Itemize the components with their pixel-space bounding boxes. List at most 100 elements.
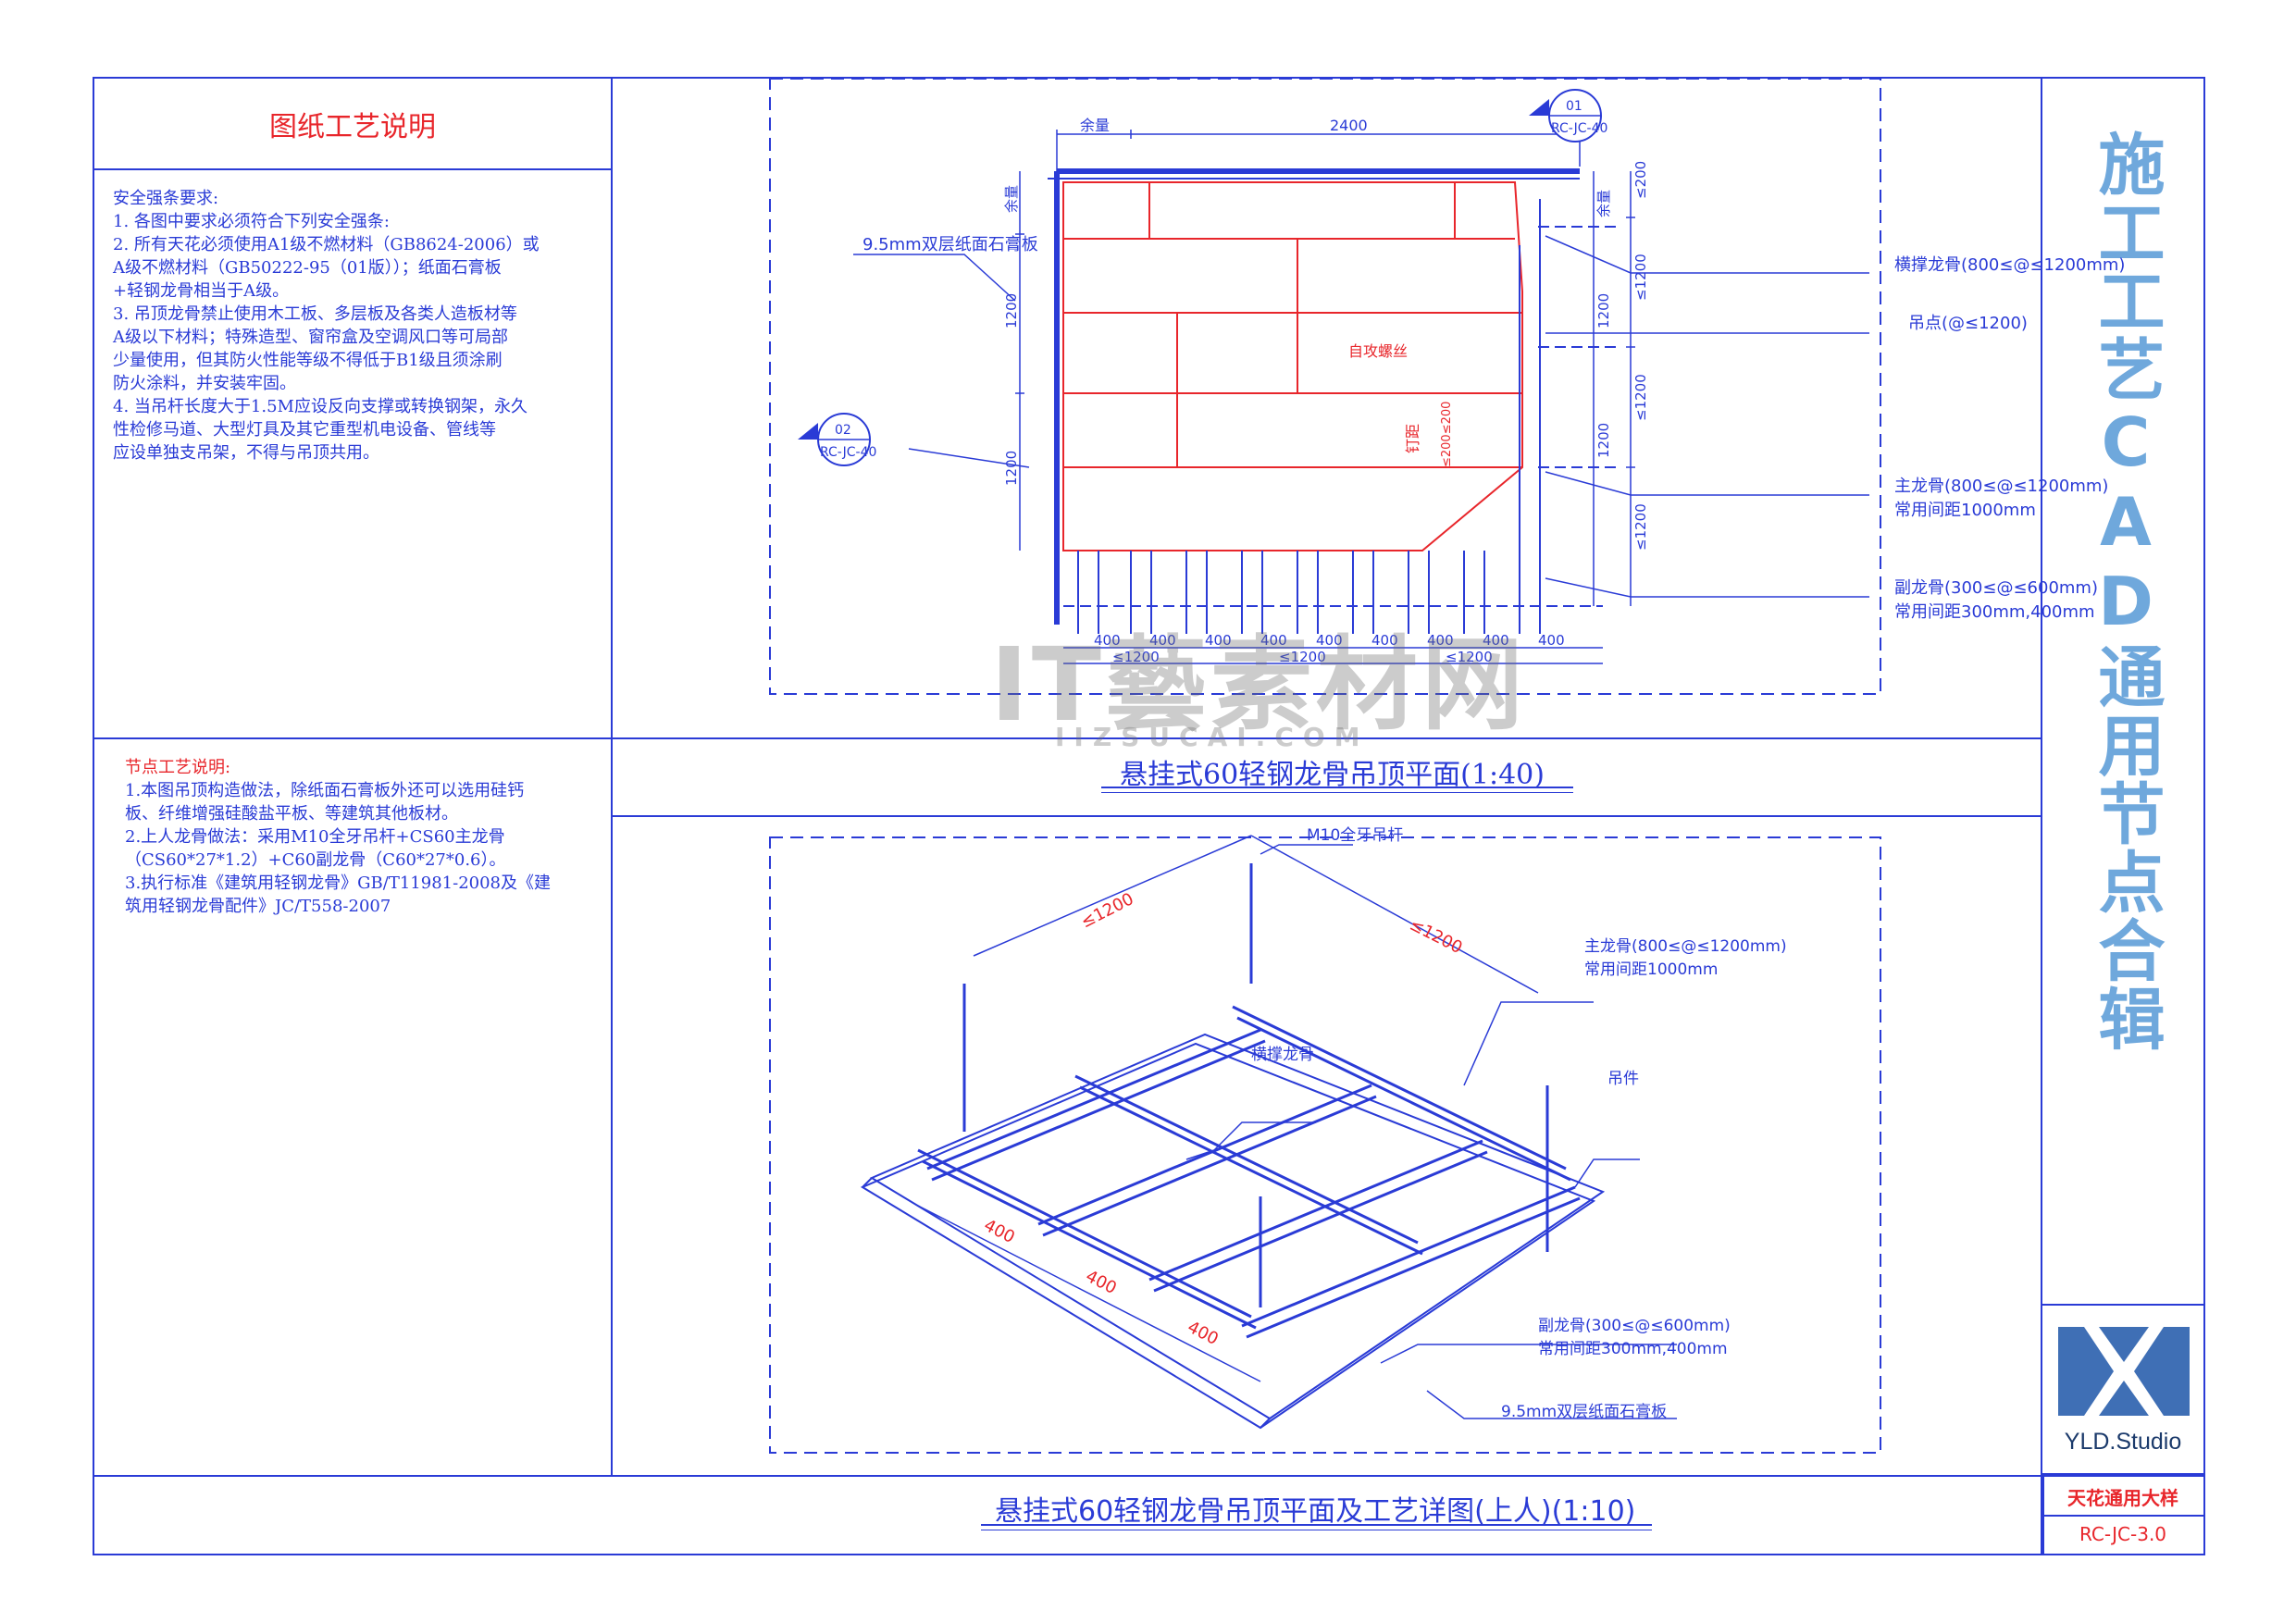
safety-line: 2. 所有天花必须使用A1级不燃材料（GB8624-2006）或: [113, 235, 540, 254]
footer-caption: 悬挂式60轻钢龙骨吊顶平面及工艺详图(上人)(1:10): [995, 1495, 1636, 1528]
label-main: 主龙骨(800≤@≤1200mm): [1894, 477, 2108, 496]
node-line: 2.上人龙骨做法：采用M10全牙吊杆+CS60主龙骨: [125, 827, 505, 847]
safety-heading: 安全强条要求:: [113, 189, 219, 208]
section-01-ref: RC-JC-40: [1551, 121, 1607, 136]
label-main-note: 常用间距1000mm: [1894, 501, 2036, 520]
dim-left-margin: 余量: [1003, 185, 1020, 213]
section-01-no: 01: [1566, 99, 1582, 114]
title-block-column: [2041, 77, 2205, 1555]
iso-label-sub-note: 常用间距300mm,400mm: [1538, 1340, 1728, 1358]
dim-bottom-400: 400: [1538, 632, 1565, 649]
dim-right: ≤1200: [1632, 254, 1649, 301]
iso-label-sub: 副龙骨(300≤@≤600mm): [1538, 1317, 1731, 1335]
iso-joists: [917, 1005, 1581, 1339]
label-nail: 钉距: [1404, 424, 1421, 453]
plan-viewport-frame: [769, 78, 1881, 695]
dim-right: ≤1200: [1632, 503, 1649, 551]
title-block-logo-cell: [2041, 1304, 2205, 1475]
safety-line: 少量使用，但其防火性能等级不得低于B1级且须涂刷: [113, 351, 503, 370]
section-02-no: 02: [835, 423, 851, 438]
dim-bottom-400: 400: [1094, 632, 1121, 649]
iso-label-hanger: 吊件: [1607, 1070, 1639, 1088]
label-hang: 吊点(@≤1200): [1908, 314, 2028, 333]
node-heading: 节点工艺说明:: [125, 758, 231, 777]
iso-dim-b: ≤1200: [1407, 915, 1466, 958]
iso-label-board: 9.5mm双层纸面石膏板: [1501, 1402, 1667, 1421]
dim-bottom-1200: ≤1200: [1112, 649, 1160, 665]
plan-caption: 悬挂式60轻钢龙骨吊顶平面(1:40): [1120, 759, 1545, 791]
dim-bottom-400: 400: [1149, 632, 1176, 649]
node-line: 筑用轻钢龙骨配件》JC/T558-2007: [125, 897, 391, 916]
iso-label-rod: M10全牙吊杆: [1307, 826, 1403, 845]
label-cross: 横撑龙骨(800≤@≤1200mm): [1894, 255, 2125, 275]
watermark-url: IIZSUCAI.COM: [1055, 722, 1370, 752]
sub-joists: [1077, 199, 1541, 634]
dim-right: ≤1200: [1632, 374, 1649, 421]
label-screw: 自攻螺丝: [1348, 342, 1408, 360]
iso-rods: [962, 863, 1549, 1307]
dim-bottom-400: 400: [1205, 632, 1232, 649]
iso-viewport-frame: [769, 836, 1881, 1454]
section-02-ref: RC-JC-40: [820, 445, 876, 460]
main-joists: [1063, 226, 1621, 607]
plan-caption-underline: [1101, 792, 1573, 793]
category-label: 天花通用大样: [2067, 1487, 2178, 1509]
dim-bottom-1200: ≤1200: [1279, 649, 1326, 665]
label-sub: 副龙骨(300≤@≤600mm): [1894, 578, 2098, 598]
iso-label-main: 主龙骨(800≤@≤1200mm): [1584, 937, 1787, 956]
drawing-code: RC-JC-3.0: [2079, 1523, 2167, 1545]
dim-top-main: 2400: [1330, 117, 1368, 134]
label-board: 9.5mm双层纸面石膏板: [863, 234, 1038, 254]
dim-bottom-400: 400: [1371, 632, 1398, 649]
safety-line: A级不燃材料（GB50222-95（01版））；纸面石膏板: [113, 258, 502, 278]
ceiling-plan-drawing: 01 RC-JC-40 02 RC-JC-40 余量 2400 9.5mm双层纸…: [769, 78, 2125, 695]
node-line: （CS60*27*1.2）+C60副龙骨（C60*27*0.6）。: [125, 850, 506, 870]
dim-bottom-1200: ≤1200: [1446, 649, 1493, 665]
node-line: 板、纤维增强硅酸盐平板、等建筑其他板材。: [125, 804, 458, 824]
dim-left-2: 1200: [1003, 451, 1020, 486]
safety-line: 4. 当吊杆长度大于1.5M应设反向支撑或转换钢架，永久: [113, 397, 527, 416]
iso-label-cross: 横撑龙骨: [1251, 1046, 1314, 1064]
label-sub-note: 常用间距300mm,400mm: [1894, 602, 2095, 622]
node-notes: 节点工艺说明: 1.本图吊顶构造做法，除纸面石膏板外还可以选用硅钙 板、纤维增强…: [125, 756, 551, 918]
left-title-cell: [93, 77, 613, 170]
vertical-title: 施工工艺CAD通用节点合辑: [2087, 130, 2165, 1053]
dim-bottom-400: 400: [1260, 632, 1287, 649]
title-block-category-cell: [2041, 1475, 2205, 1517]
iso-dim-400: 400: [981, 1216, 1018, 1247]
notes-title: 图纸工艺说明: [269, 111, 436, 143]
dimension-lines: [853, 130, 1869, 664]
dim-right: ≤200: [1632, 161, 1649, 199]
safety-line: 应设单独支吊架，不得与吊顶共用。: [113, 443, 379, 463]
iso-dim-a: ≤1200: [1078, 889, 1137, 932]
safety-notes: 安全强条要求: 1. 各图中要求必须符合下列安全强条: 2. 所有天花必须使用A…: [113, 187, 540, 465]
label-nail-dim: ≤200≤200: [1440, 402, 1454, 467]
ceiling-iso-drawing: M10全牙吊杆 主龙骨(800≤@≤1200mm) 常用间距1000mm 横撑龙…: [769, 826, 1881, 1454]
dim-top-margin: 余量: [1080, 117, 1110, 134]
safety-line: 1. 各图中要求必须符合下列安全强条:: [113, 212, 390, 231]
node-line: 3.执行标准《建筑用轻钢龙骨》GB/T11981-2008及《建: [125, 873, 552, 893]
dim-right: 1200: [1595, 293, 1612, 328]
node-line: 1.本图吊顶构造做法，除纸面石膏板外还可以选用硅钙: [125, 781, 525, 800]
footer-caption-underline: [981, 1524, 1652, 1526]
safety-line: 性检修马道、大型灯具及其它重型机电设备、管线等: [113, 420, 496, 440]
safety-line: A级以下材料；特殊造型、窗帘盒及空调风口等可局部: [113, 328, 508, 347]
dim-right: 1200: [1595, 423, 1612, 458]
safety-line: +轻钢龙骨相当于A级。: [113, 281, 290, 301]
watermark-text: IT藝素材网: [990, 626, 1527, 744]
dim-bottom-400: 400: [1316, 632, 1343, 649]
dim-bottom-400: 400: [1427, 632, 1454, 649]
dim-bottom-400: 400: [1483, 632, 1509, 649]
safety-line: 防火涂料，并安装牢固。: [113, 374, 296, 393]
iso-dims: [917, 835, 1677, 1419]
safety-line: 3. 吊顶龙骨禁止使用木工板、多层板及各类人造板材等: [113, 304, 517, 324]
plasterboard-layout: [1062, 181, 1523, 551]
iso-label-main-note: 常用间距1000mm: [1584, 960, 1718, 979]
iso-boards: [860, 1033, 1606, 1430]
iso-dim-400: 400: [1185, 1318, 1222, 1349]
studio-logo: [2058, 1327, 2190, 1416]
dim-right: 余量: [1595, 190, 1612, 217]
plan-caption-underline: [1101, 787, 1573, 788]
dim-left-1: 1200: [1003, 293, 1020, 328]
studio-name: YLD.Studio: [2064, 1429, 2182, 1455]
